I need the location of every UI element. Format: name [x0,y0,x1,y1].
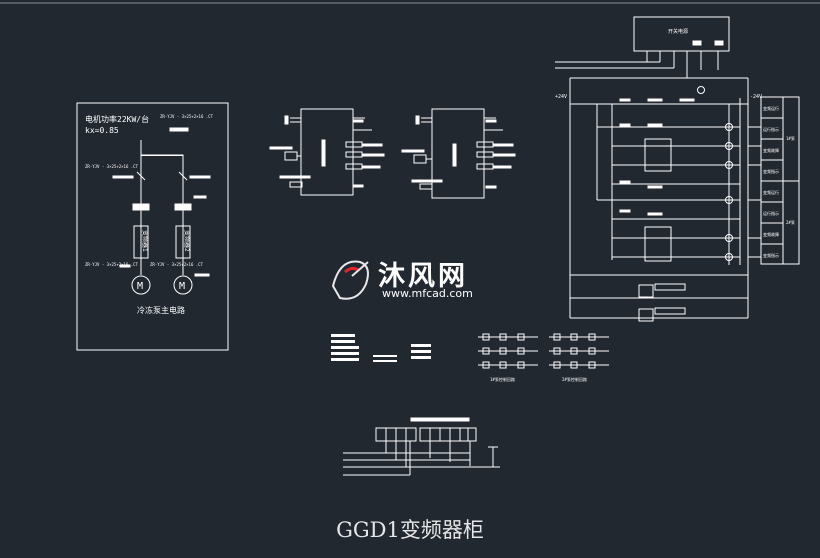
meter-terminal-block [343,417,500,476]
power-text: 电机功率22KW/台 [85,114,149,124]
indicator-5: 变频运行 [763,189,779,195]
motor2-letter: M [179,281,185,292]
plus-24v-label: +24V [555,94,567,100]
cable-label-top: ZR-YJV - 3×25+2×16 .CT [160,114,214,119]
cable-label-right: ZR-YJV - 3×25+2×16 .CT [150,262,204,267]
control-circuit [555,16,800,322]
switch-power-label: 开关电源 [668,28,688,35]
vfd-wiring-block-1 [269,108,385,196]
indicator-3: 变频故障 [763,147,779,153]
minus-24v-label: -24V [750,94,762,100]
watermark-url: www.mfcad.com [382,287,473,300]
pump1-control-loop [478,333,538,369]
legend-blocks [331,334,431,362]
motor2-symbol [173,275,193,295]
watermark-brand: 沐风网 [378,261,468,292]
pump2-loop-label: 2#泵控制回路 [562,376,587,382]
pump2-control-loop [549,333,609,369]
indicator-6: 运行指示 [763,210,779,216]
group1-tag: 1#泵 [786,136,795,141]
indicator-2: 运行指示 [763,126,779,132]
cable-label-mid: ZR-YJV - 3×25+2×16 .CT [85,164,139,169]
indicator-legend: 变频运行 运行指示 变频故障 变频指示 变频运行 运行指示 变频故障 变频指示 [763,105,779,258]
switch-power-box [633,16,730,52]
mfcad-logo-icon [331,260,369,300]
main-circuit-panel [76,102,229,351]
motor1-symbol [131,275,151,295]
vfd1-label: 变频器1 [141,230,149,252]
drawing-caption: GGD1变频器柜 [336,518,484,542]
indicator-8: 变频指示 [763,252,779,258]
indicator-4: 变频指示 [763,168,779,174]
vfd2-label: 变频器2 [183,230,191,252]
indicator-1: 变频运行 [763,105,779,111]
motor1-letter: M [137,281,143,292]
pump1-loop-label: 1#泵控制回路 [490,376,515,382]
kx-text: kx=0.85 [85,126,119,135]
main-circuit-title: 冷冻泵主电路 [137,305,185,315]
vfd-wiring-block-2 [401,108,516,199]
cable-label-left: ZR-YJV - 3×25+2×16 .CT [85,262,139,267]
indicator-7: 变频故障 [763,231,779,237]
group2-tag: 2#泵 [786,220,795,225]
